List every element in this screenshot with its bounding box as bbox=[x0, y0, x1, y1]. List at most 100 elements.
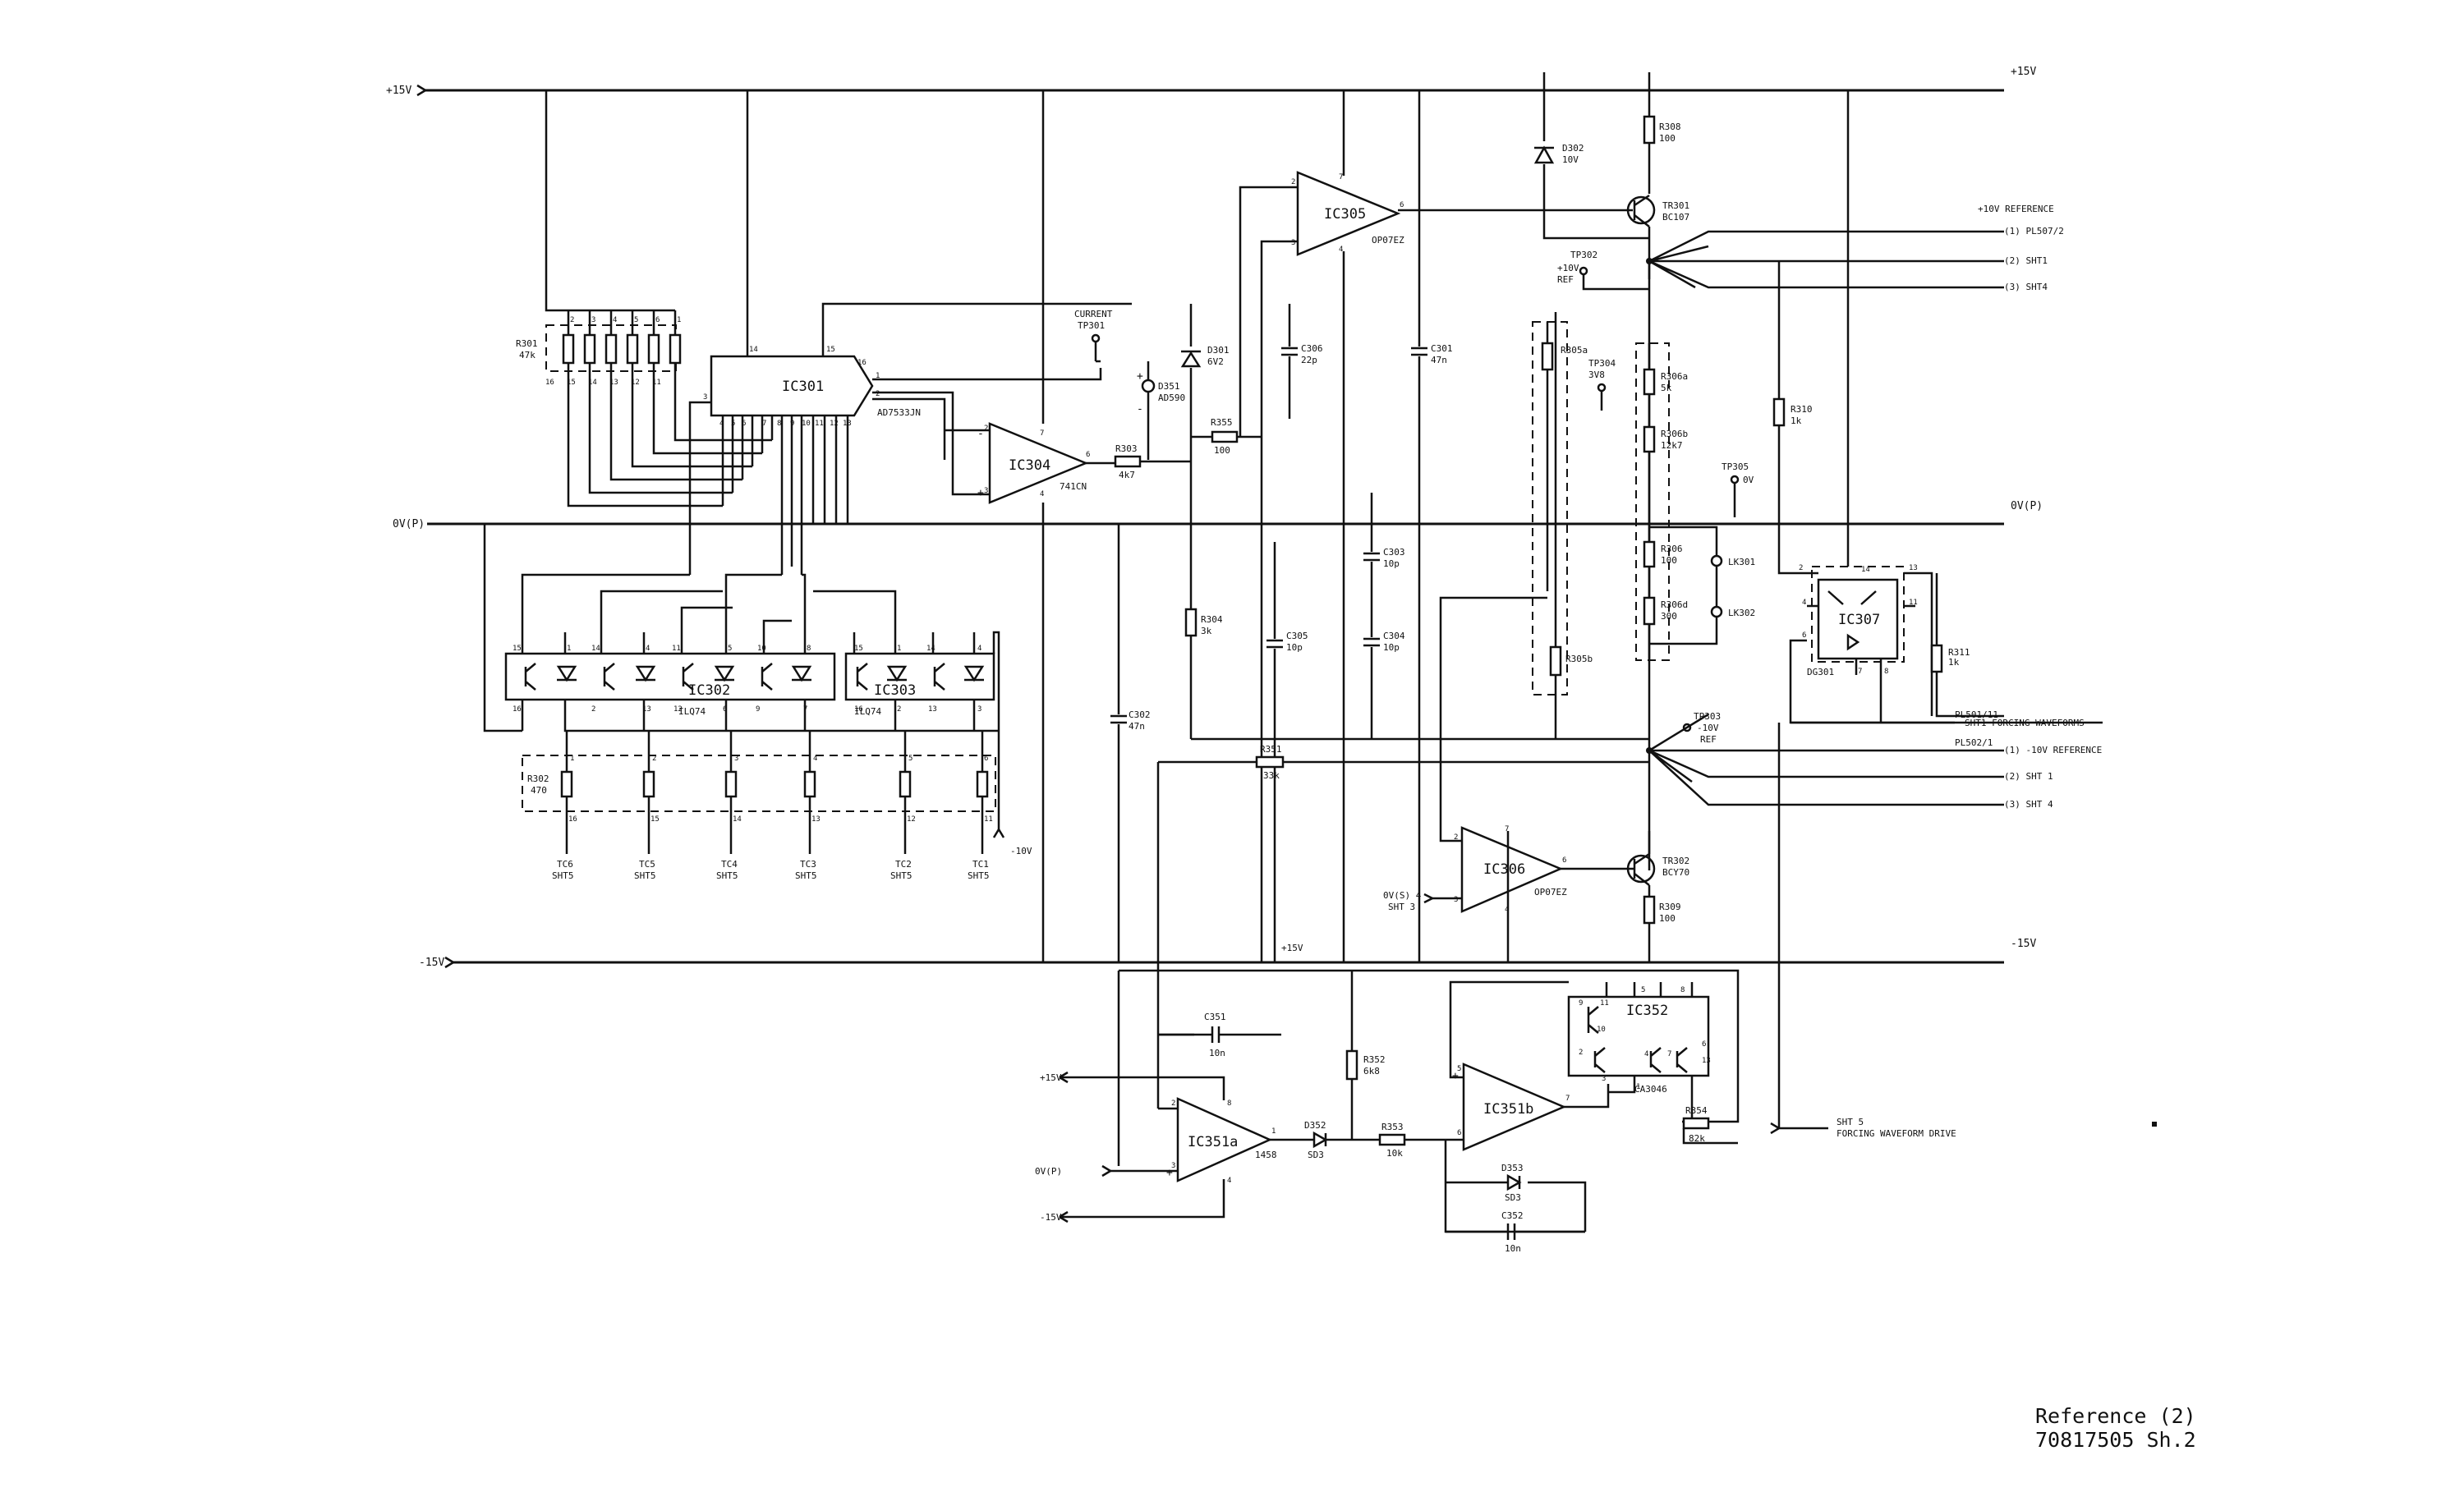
scan-mark bbox=[2152, 1122, 2157, 1127]
tp305-ref: TP305 bbox=[1722, 461, 1749, 472]
d353-value: SD3 bbox=[1505, 1192, 1521, 1203]
r308: R308 100 bbox=[1643, 72, 1681, 194]
svg-text:7: 7 bbox=[762, 420, 766, 428]
r308-value: 100 bbox=[1659, 133, 1676, 144]
r309-value: 100 bbox=[1659, 913, 1676, 924]
svg-text:4: 4 bbox=[613, 316, 617, 324]
svg-text:4: 4 bbox=[719, 420, 724, 428]
conn-pl501-11: PL501/11 bbox=[1955, 709, 1998, 720]
r306d-value: 300 bbox=[1661, 611, 1677, 622]
svg-text:6: 6 bbox=[723, 705, 727, 714]
r311: R311 1k bbox=[1930, 573, 2004, 718]
svg-text:5: 5 bbox=[634, 316, 638, 324]
svg-text:6: 6 bbox=[655, 316, 660, 324]
svg-text:13: 13 bbox=[928, 705, 937, 714]
r351: R351 33k bbox=[1255, 744, 1285, 781]
plus10-ref-fanout: +10V REFERENCE (1) PL507/2 (2) SHT1 (3) … bbox=[1646, 204, 2064, 870]
conn-pl502-1: PL502/1 bbox=[1955, 737, 1993, 748]
r305-group: R305a R305b bbox=[1532, 312, 1593, 739]
svg-text:1: 1 bbox=[897, 645, 901, 653]
r355-ref: R355 bbox=[1211, 417, 1233, 428]
conn-sht5-forcing-2: FORCING WAVEFORM DRIVE bbox=[1837, 1128, 1956, 1139]
svg-text:4: 4 bbox=[1802, 599, 1806, 607]
svg-text:+: + bbox=[977, 487, 984, 499]
svg-text:11: 11 bbox=[1600, 999, 1609, 1008]
svg-text:2: 2 bbox=[1579, 1049, 1583, 1057]
tc2-label: TC2 bbox=[895, 859, 912, 870]
svg-text:2: 2 bbox=[1799, 564, 1803, 572]
svg-text:7: 7 bbox=[1339, 173, 1343, 181]
r306b-ref: R306b bbox=[1661, 429, 1688, 439]
ic301-type: AD7533JN bbox=[877, 407, 921, 418]
tp302-ref: TP302 bbox=[1570, 250, 1597, 260]
svg-text:6: 6 bbox=[984, 755, 988, 763]
svg-text:4: 4 bbox=[1505, 906, 1509, 914]
svg-text:1: 1 bbox=[677, 316, 681, 324]
r303-ref: R303 bbox=[1115, 443, 1138, 454]
svg-text:2: 2 bbox=[1454, 833, 1458, 842]
svg-text:15: 15 bbox=[567, 379, 576, 387]
svg-text:12: 12 bbox=[673, 705, 683, 714]
svg-text:-: - bbox=[977, 428, 984, 440]
tr302: TR302 BCY70 bbox=[1626, 831, 1689, 897]
ic306-name: IC306 bbox=[1483, 861, 1525, 878]
svg-text:4: 4 bbox=[1040, 490, 1044, 498]
ic306: IC306 OP07EZ 23 746 0V(S) 4 SHT 3 bbox=[1383, 596, 1634, 962]
tp304-value: 3V8 bbox=[1588, 370, 1605, 380]
svg-text:11: 11 bbox=[1909, 599, 1918, 607]
d352-ref: D352 bbox=[1304, 1120, 1326, 1131]
tc4-sht: SHT5 bbox=[716, 870, 738, 881]
svg-text:14: 14 bbox=[749, 346, 758, 354]
tc6-label: TC6 bbox=[557, 859, 573, 870]
c302-ref: C302 bbox=[1129, 709, 1151, 720]
tp301-line2: TP301 bbox=[1078, 320, 1105, 331]
r305b-ref: R305b bbox=[1565, 654, 1593, 664]
svg-text:8: 8 bbox=[807, 645, 811, 653]
r355-value: 100 bbox=[1214, 445, 1230, 456]
minus10-ref-fanout: (1) -10V REFERENCE (2) SHT 1 (3) SHT 4 bbox=[1158, 713, 2102, 810]
svg-text:6: 6 bbox=[1562, 856, 1566, 865]
svg-text:13: 13 bbox=[811, 815, 821, 824]
tr302-ref: TR302 bbox=[1662, 856, 1689, 866]
tc1-sht: SHT5 bbox=[968, 870, 990, 881]
svg-text:-: - bbox=[1452, 1134, 1459, 1146]
ic306-type: OP07EZ bbox=[1534, 887, 1567, 897]
r304-ref: R304 bbox=[1201, 614, 1223, 625]
svg-text:2: 2 bbox=[1171, 1099, 1175, 1108]
tp302-line2: REF bbox=[1557, 274, 1574, 285]
rail-zero-right-label: 0V(P) bbox=[2011, 500, 2043, 512]
r351-ref: R351 bbox=[1260, 744, 1282, 755]
svg-text:2: 2 bbox=[897, 705, 901, 714]
title-block-line2: 70817505 Sh.2 bbox=[2035, 1428, 2196, 1452]
svg-text:+: + bbox=[1452, 1070, 1459, 1082]
svg-text:+: + bbox=[1166, 1167, 1173, 1179]
d353-ref: D353 bbox=[1501, 1163, 1524, 1173]
svg-text:1: 1 bbox=[876, 372, 880, 380]
r351-value: 33k bbox=[1263, 770, 1280, 781]
svg-text:11: 11 bbox=[984, 815, 993, 824]
svg-text:3: 3 bbox=[591, 316, 595, 324]
svg-text:10: 10 bbox=[1597, 1026, 1606, 1034]
ic351b-name: IC351b bbox=[1483, 1101, 1533, 1118]
tp304-ref: TP304 bbox=[1588, 358, 1616, 369]
rail-neg15-right-label: -15V bbox=[2011, 938, 2036, 950]
c305: C305 10p bbox=[1266, 542, 1308, 962]
ic351b: IC351b +- 567 D353 SD3 C352 10n bbox=[1444, 980, 1610, 1254]
r301-elements bbox=[562, 333, 682, 365]
svg-text:7: 7 bbox=[1565, 1095, 1570, 1103]
r301-ref: R301 bbox=[516, 338, 538, 349]
svg-text:15: 15 bbox=[513, 645, 522, 653]
svg-text:3: 3 bbox=[1454, 896, 1458, 904]
conn-sht4-b: (3) SHT 4 bbox=[2004, 799, 2053, 810]
svg-text:13: 13 bbox=[1909, 564, 1918, 572]
tc5-label: TC5 bbox=[639, 859, 655, 870]
svg-text:3: 3 bbox=[977, 705, 981, 714]
tp305: TP305 0V bbox=[1722, 461, 1754, 517]
rail-pos15-right-label: +15V bbox=[2011, 66, 2036, 78]
svg-text:3: 3 bbox=[703, 393, 707, 402]
svg-text:3: 3 bbox=[1602, 1075, 1606, 1083]
r309-ref: R309 bbox=[1659, 902, 1681, 912]
c303-ref: C303 bbox=[1383, 547, 1405, 558]
c351-value: 10n bbox=[1209, 1048, 1225, 1058]
svg-text:6: 6 bbox=[1457, 1129, 1461, 1137]
